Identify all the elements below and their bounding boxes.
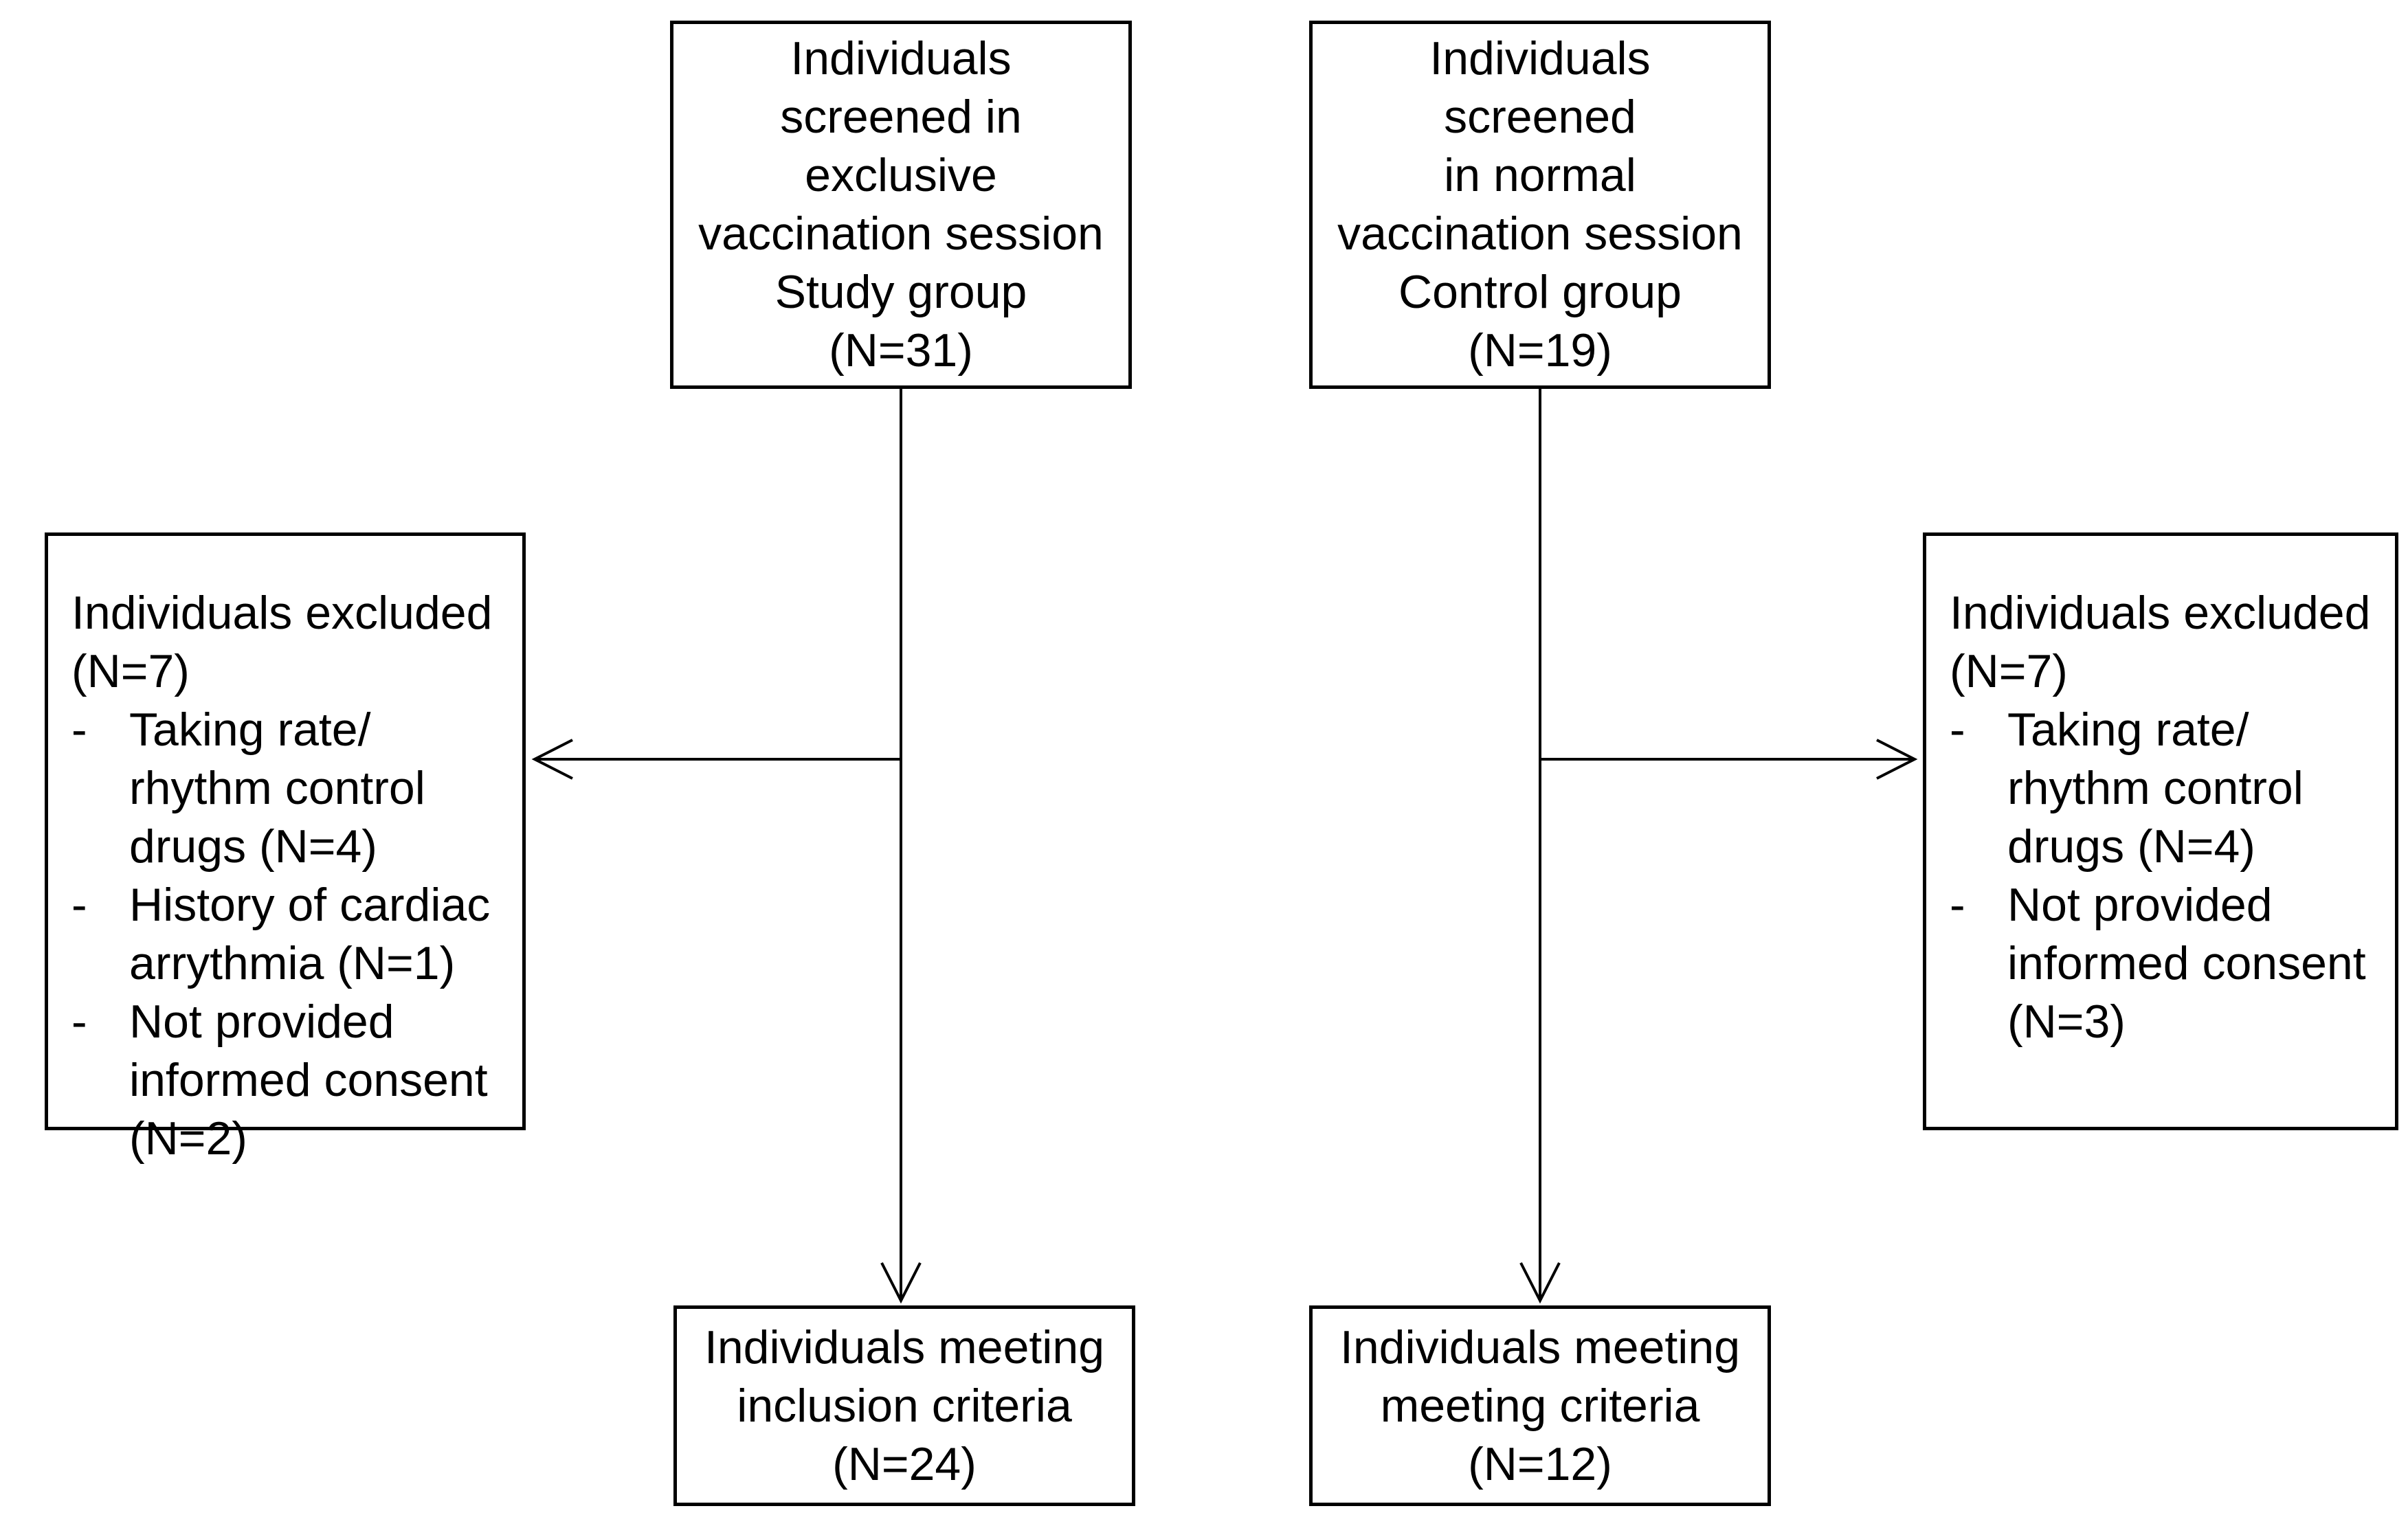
box-text-line: Individuals — [790, 32, 1012, 85]
box-text-line: arrythmia (N=1) — [129, 937, 456, 989]
box-text-line: Individuals meeting — [1339, 1321, 1741, 1373]
box-bullet-line: - Taking rate/ — [1926, 701, 2395, 759]
box-text-line: (N=24) — [832, 1437, 977, 1490]
box-text-line: Control group — [1398, 266, 1682, 318]
box-text-line: (N=2) — [129, 1112, 247, 1165]
arrow-study-down — [880, 389, 922, 1304]
box-text-line: drugs (N=4) — [2007, 820, 2255, 873]
arrow-control-down — [1519, 389, 1561, 1304]
box-text-line: vaccination session — [1337, 207, 1743, 260]
box-text-line: (N=7) — [71, 645, 190, 697]
box-text-line: (N=19) — [1468, 324, 1612, 377]
box-text-line: in normal — [1444, 149, 1636, 201]
box-text-line: screened in — [780, 91, 1022, 143]
box-included-study-group: Individuals meeting inclusion criteria (… — [673, 1305, 1135, 1506]
box-text-line: (N=12) — [1468, 1437, 1612, 1490]
bullet-dash: - — [71, 704, 87, 756]
box-text-line: (N=3) — [2007, 996, 2126, 1048]
box-text-line: meeting criteria — [1380, 1379, 1700, 1432]
bullet-dash: - — [1950, 879, 1965, 931]
box-text-line: informed consent — [2007, 937, 2366, 989]
arrow-control-excluded-right — [1540, 739, 1918, 780]
bullet-dash: - — [71, 879, 87, 931]
box-bullet-line: - Taking rate/ — [48, 701, 522, 759]
box-excluded-study-group: Individuals excluded (N=7) - Taking rate… — [45, 532, 526, 1165]
box-text-line: inclusion criteria — [737, 1379, 1072, 1432]
box-text-line: exclusive — [805, 149, 997, 201]
box-text-line: vaccination session — [698, 207, 1104, 260]
box-bullet-line: - Not provided — [48, 993, 522, 1051]
box-text-line: (N=31) — [829, 324, 973, 377]
box-bullet-line: - History of cardiac — [48, 876, 522, 934]
box-text-line: Individuals meeting — [704, 1321, 1105, 1373]
bullet-dash: - — [71, 996, 87, 1048]
box-text-line: rhythm control — [2007, 762, 2304, 814]
box-excluded-control-group: Individuals excluded (N=7) - Taking rate… — [1923, 532, 2398, 1130]
box-text-line: drugs (N=4) — [129, 820, 377, 873]
bullet-dash: - — [1950, 704, 1965, 756]
box-screened-study-group: Individuals screened in exclusive vaccin… — [670, 21, 1132, 389]
box-text-line: screened — [1444, 91, 1636, 143]
box-text-line: informed consent — [129, 1054, 488, 1106]
box-screened-control-group: Individuals screened in normal vaccinati… — [1309, 21, 1771, 389]
arrow-study-excluded-left — [531, 739, 901, 780]
box-text-line: (N=7) — [1950, 645, 2068, 697]
box-text-line: Individuals — [1429, 32, 1651, 85]
box-bullet-line: - Not provided — [1926, 876, 2395, 934]
box-text-line: Individuals excluded — [1950, 587, 2371, 639]
box-text-line: Study group — [774, 266, 1027, 318]
box-text-line: Individuals excluded — [71, 587, 493, 639]
box-text-line: rhythm control — [129, 762, 425, 814]
box-included-control-group: Individuals meeting meeting criteria (N=… — [1309, 1305, 1771, 1506]
